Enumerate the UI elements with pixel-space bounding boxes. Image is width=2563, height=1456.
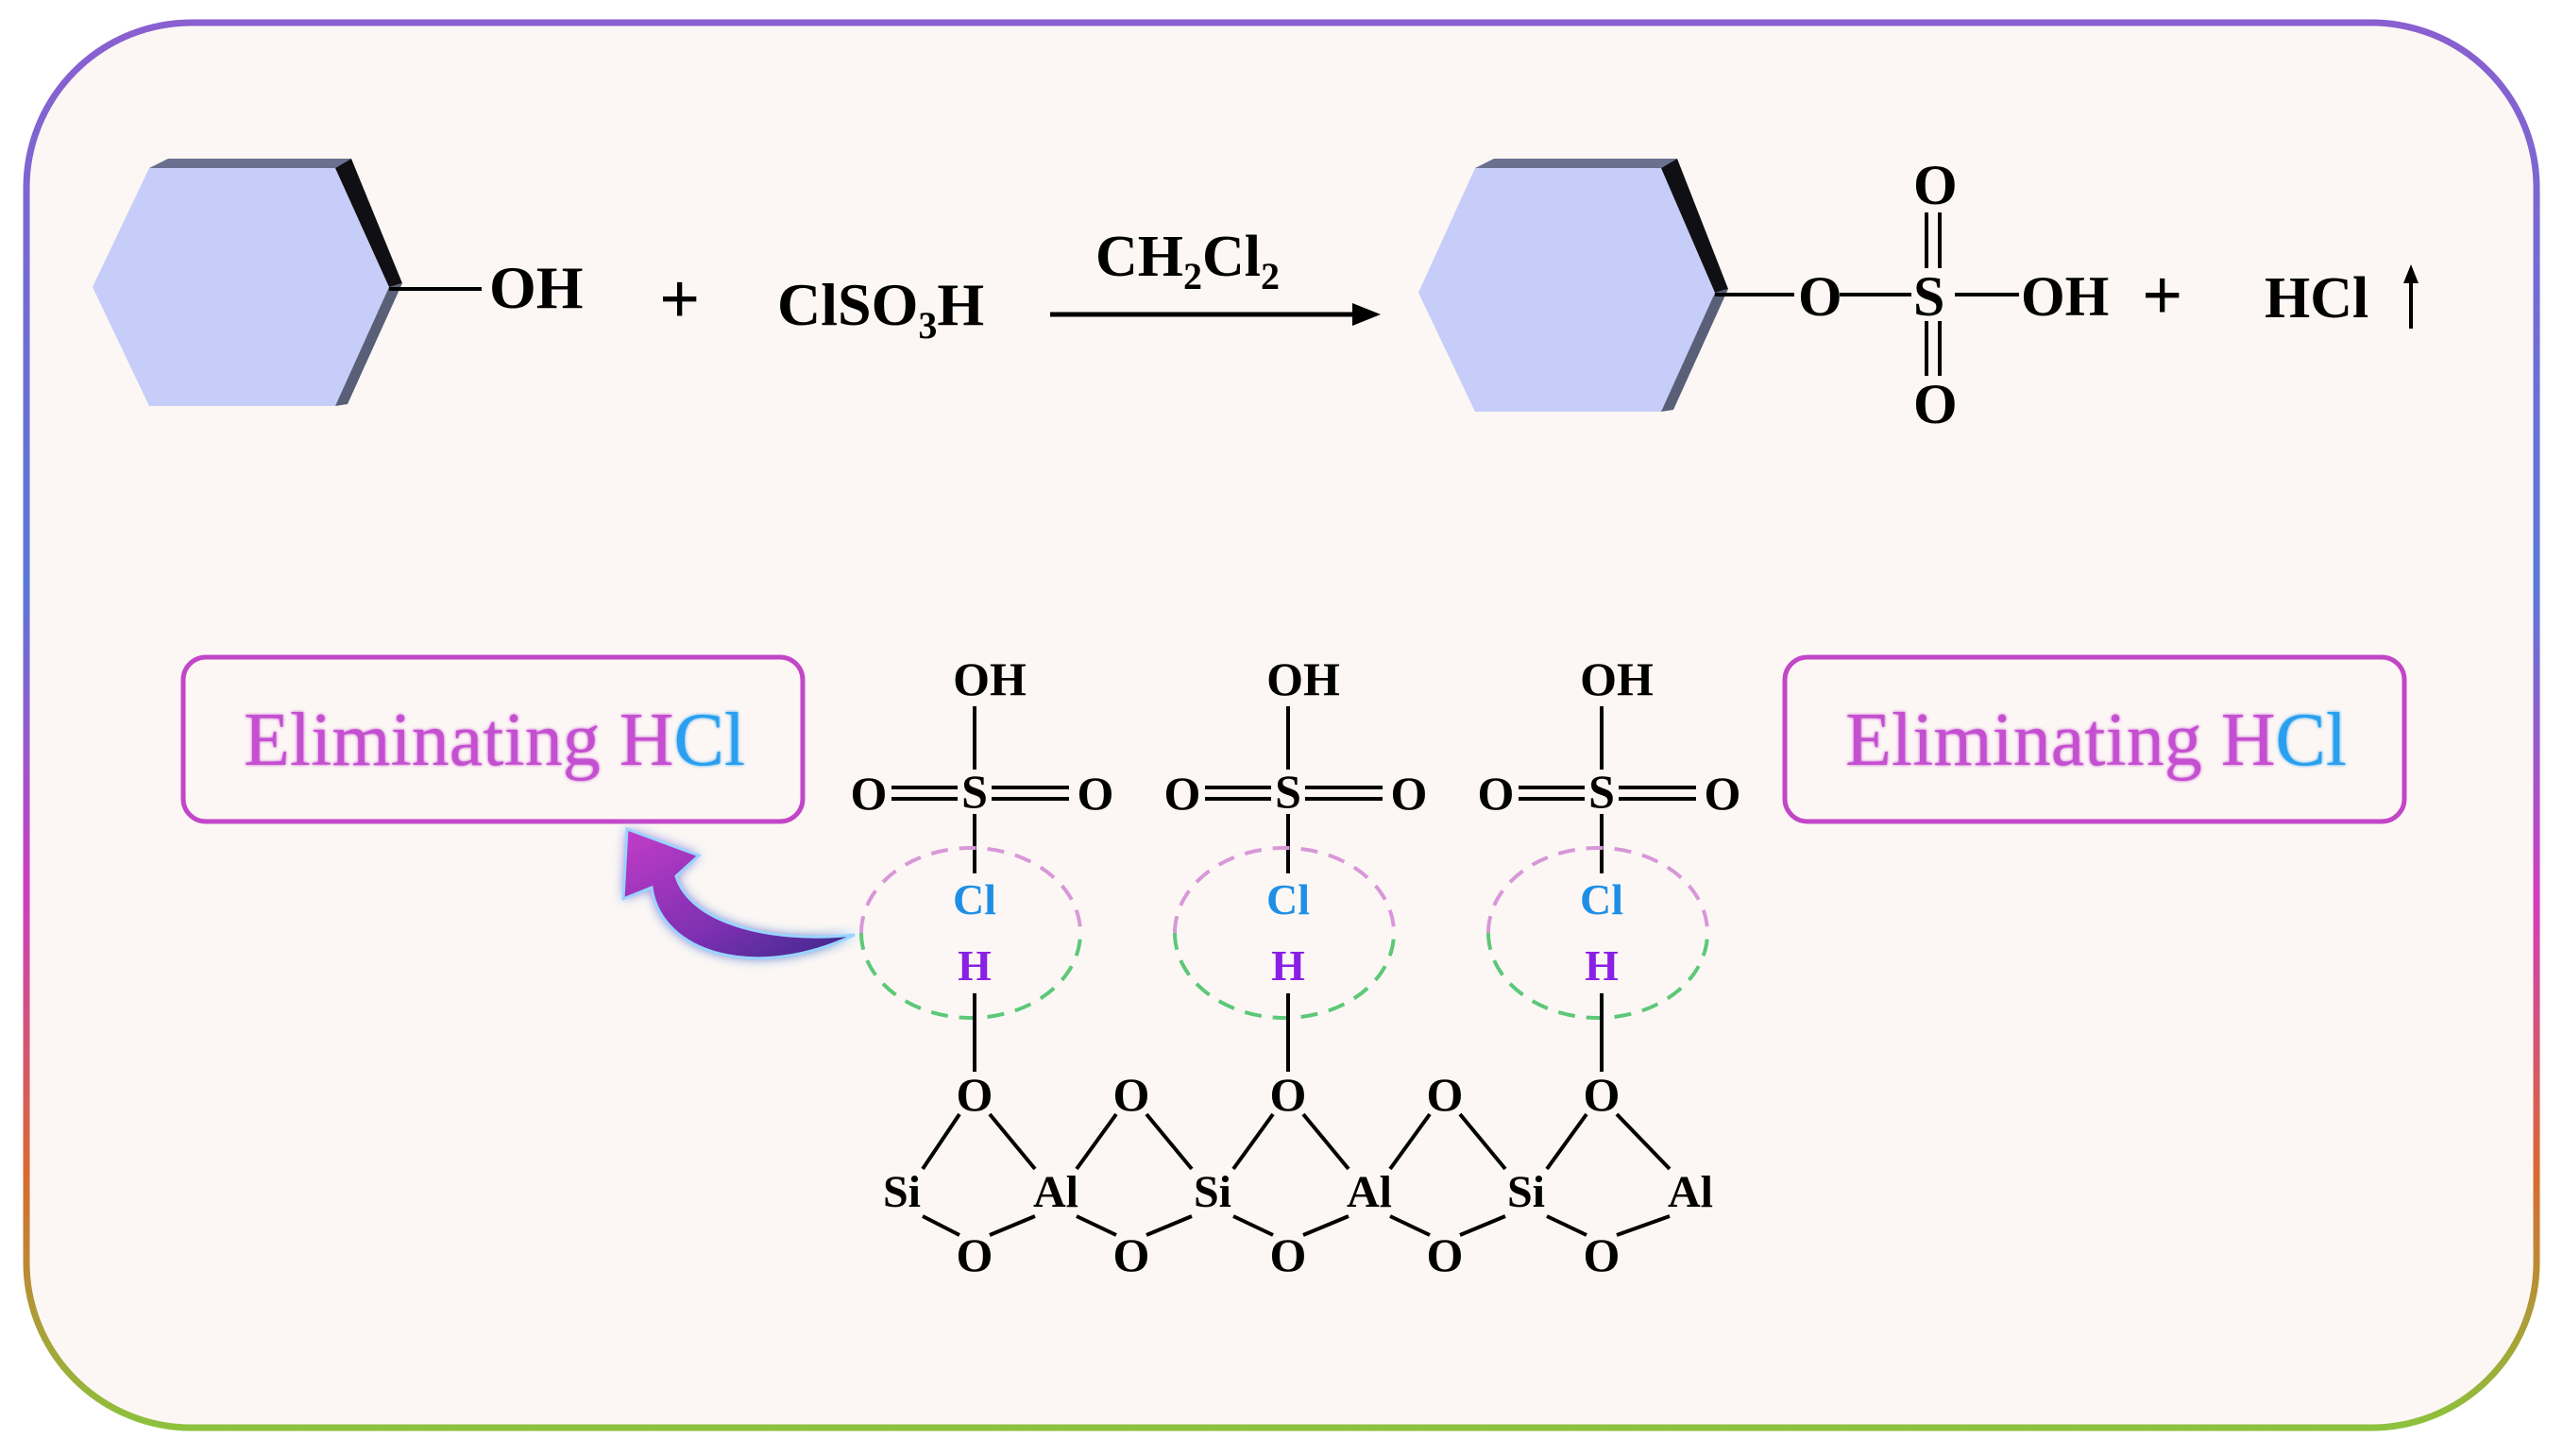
framework-o-bottom: O bbox=[1584, 1228, 1621, 1281]
svg-text:Eliminating HCl: Eliminating HCl bbox=[244, 699, 745, 782]
aluminum-label: Al bbox=[1668, 1167, 1713, 1217]
reagent-formula: ClSO3H bbox=[777, 271, 984, 347]
eliminating-hcl-label-right: Eliminating HCl bbox=[1782, 654, 2407, 824]
scheme-frame bbox=[23, 19, 2540, 1431]
sulfur-label: S bbox=[1275, 765, 1301, 818]
plus-sign-2: + bbox=[2142, 256, 2182, 335]
silicon-label: Si bbox=[1194, 1167, 1231, 1217]
reactant-oh-label: OH bbox=[489, 254, 584, 321]
framework-o-bottom: O bbox=[1270, 1228, 1307, 1281]
framework-o-bottom: O bbox=[1113, 1228, 1150, 1281]
product-oh: OH bbox=[2021, 265, 2109, 328]
gas-evolution-arrow-icon bbox=[2403, 264, 2419, 329]
sulfonic-oh-label: OH bbox=[953, 652, 1027, 705]
sulfonic-oh-label: OH bbox=[1266, 652, 1340, 705]
reaction-arrow bbox=[1050, 303, 1381, 326]
silicon-label: Si bbox=[1507, 1167, 1545, 1217]
chlorine-label: Cl bbox=[1266, 875, 1310, 923]
silicon-label: Si bbox=[883, 1167, 921, 1217]
product-o-left: O bbox=[1798, 265, 1842, 328]
bridging-o-label: O bbox=[957, 1068, 993, 1121]
framework-o-bottom: O bbox=[1427, 1228, 1464, 1281]
aluminum-label: Al bbox=[1347, 1167, 1392, 1217]
solvent-label: CH2Cl2 bbox=[1095, 225, 1280, 297]
sulfonyl-o-left: O bbox=[1478, 767, 1515, 820]
hydrogen-label: H bbox=[958, 941, 992, 990]
product-s: S bbox=[1913, 265, 1944, 328]
plus-sign: + bbox=[659, 260, 700, 339]
sulfonyl-o-right: O bbox=[1705, 767, 1741, 820]
byproduct-hcl: HCl bbox=[2265, 266, 2368, 330]
sulfonic-oh-label: OH bbox=[1580, 652, 1654, 705]
framework-o-bottom: O bbox=[957, 1228, 993, 1281]
product-o-top: O bbox=[1913, 154, 1958, 216]
eliminating-hcl-label-left: Eliminating HCl bbox=[180, 654, 806, 824]
framework-o-top: O bbox=[1113, 1068, 1150, 1121]
product-hexagon-icon bbox=[1418, 159, 1728, 412]
sulfonyl-o-left: O bbox=[1164, 767, 1201, 820]
reactant-hexagon-icon bbox=[93, 159, 402, 406]
chlorine-label: Cl bbox=[953, 875, 996, 923]
svg-text:Eliminating HCl: Eliminating HCl bbox=[1845, 699, 2347, 782]
aluminum-label: Al bbox=[1033, 1167, 1078, 1217]
sulfonyl-o-left: O bbox=[851, 767, 888, 820]
hydrogen-label: H bbox=[1585, 941, 1619, 990]
hydrogen-label: H bbox=[1271, 941, 1305, 990]
bridging-o-label: O bbox=[1270, 1068, 1307, 1121]
sulfur-label: S bbox=[1588, 765, 1615, 818]
sulfonyl-o-right: O bbox=[1391, 767, 1428, 820]
product-o-bottom: O bbox=[1913, 373, 1958, 435]
chlorine-label: Cl bbox=[1580, 875, 1623, 923]
curved-arrow-left-icon bbox=[621, 826, 856, 960]
sulfur-label: S bbox=[961, 765, 988, 818]
framework-o-top: O bbox=[1427, 1068, 1464, 1121]
bridging-o-label: O bbox=[1584, 1068, 1621, 1121]
sulfonyl-o-right: O bbox=[1078, 767, 1114, 820]
